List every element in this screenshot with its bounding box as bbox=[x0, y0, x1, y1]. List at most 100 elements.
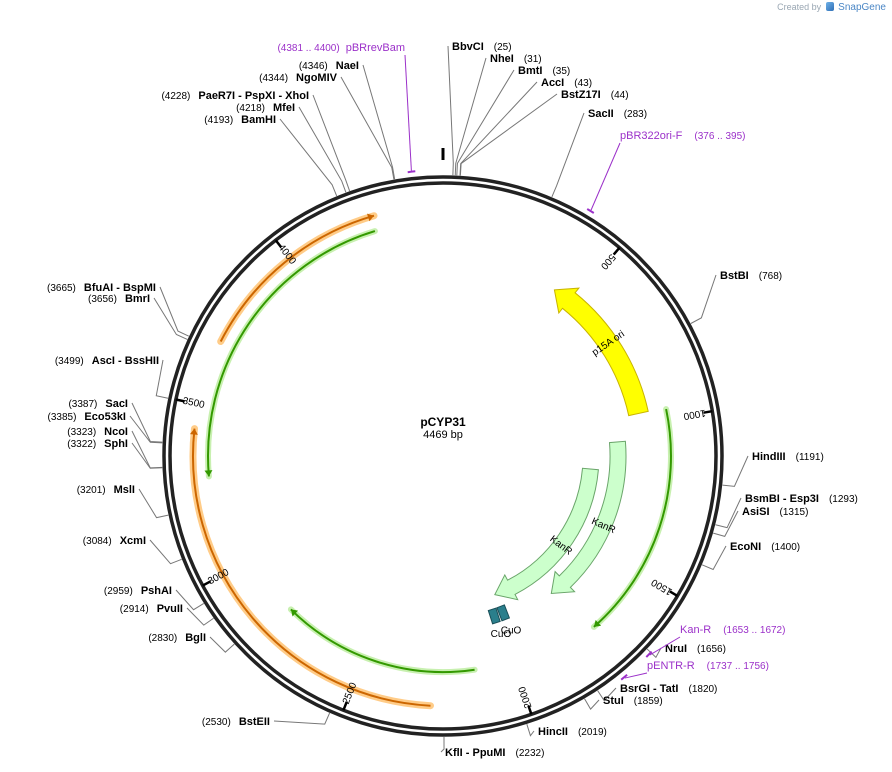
enzyme-position: (1859) bbox=[634, 696, 663, 707]
enzyme-leader bbox=[340, 76, 395, 180]
enzyme-name: BsrGI - TatI bbox=[620, 683, 678, 695]
primer-arc bbox=[620, 674, 628, 681]
enzyme-position: (1400) bbox=[771, 542, 800, 553]
primer-name: Kan-R bbox=[680, 624, 711, 636]
enzyme-name: BfuAI - BspMI bbox=[84, 282, 156, 294]
enzyme-leader bbox=[209, 636, 235, 653]
enzyme-name: BstZ17I bbox=[561, 89, 601, 101]
enzyme-position: (3385) bbox=[48, 412, 77, 423]
enzyme-label: (3201)MslI bbox=[77, 484, 135, 496]
primer-leader bbox=[624, 672, 648, 679]
enzyme-label: BstBI(768) bbox=[720, 270, 782, 282]
tick-label: 2000 bbox=[517, 685, 535, 710]
primer-label: Kan-R (1653 .. 1672) bbox=[680, 624, 785, 636]
enzyme-name: SphI bbox=[104, 438, 128, 450]
snapgene-credit: Created by SnapGene bbox=[777, 2, 886, 13]
enzyme-leader bbox=[526, 724, 535, 737]
enzyme-name: NheI bbox=[490, 53, 514, 65]
enzyme-label: (4346)NaeI bbox=[299, 60, 359, 72]
enzyme-leader bbox=[129, 415, 163, 444]
enzyme-leader bbox=[298, 106, 347, 193]
orf-glow bbox=[205, 228, 378, 480]
cuo-operator bbox=[487, 607, 501, 625]
enzyme-position: (4193) bbox=[204, 115, 233, 126]
tick-mark bbox=[669, 590, 679, 597]
primer-range: (4381 .. 4400) bbox=[277, 43, 339, 54]
enzyme-name: PvuII bbox=[157, 603, 183, 615]
primer-arc bbox=[586, 208, 595, 214]
enzyme-leader bbox=[155, 359, 169, 399]
enzyme-position: (1191) bbox=[796, 452, 824, 463]
enzyme-leader bbox=[715, 497, 742, 529]
enzyme-label: (2959)PshAI bbox=[104, 585, 172, 597]
enzyme-label: BstZ17I (44) bbox=[561, 89, 629, 101]
enzyme-label: EcoNI(1400) bbox=[730, 541, 800, 553]
enzyme-name: MfeI bbox=[273, 102, 295, 114]
enzyme-label: (2830)BglI bbox=[148, 632, 206, 644]
enzyme-leader bbox=[186, 607, 214, 626]
plasmid-length: 4469 bp bbox=[423, 429, 463, 441]
primer-leader bbox=[590, 142, 621, 211]
enzyme-leader bbox=[584, 698, 600, 710]
enzyme-label: (4193)BamHI bbox=[204, 114, 276, 126]
enzyme-leader bbox=[456, 69, 515, 176]
enzyme-label: (3665)BfuAI - BspMI bbox=[47, 282, 156, 294]
enzyme-leader bbox=[597, 687, 617, 702]
tick-mark bbox=[703, 409, 713, 414]
tick-mark bbox=[175, 398, 185, 403]
enzyme-leader bbox=[440, 736, 445, 753]
tick-mark bbox=[202, 580, 212, 587]
origin-feature bbox=[553, 287, 649, 417]
enzyme-name: BmtI bbox=[518, 65, 542, 77]
orf-arrowhead bbox=[367, 213, 374, 222]
enzyme-name: Eco53kI bbox=[84, 411, 126, 423]
enzyme-label: (4228)PaeR7I - PspXI - XhoI bbox=[161, 90, 309, 102]
enzyme-label: (3499)AscI - BssHII bbox=[55, 355, 159, 367]
enzyme-leader bbox=[722, 455, 749, 487]
enzyme-position: (2530) bbox=[202, 717, 231, 728]
enzyme-position: (2232) bbox=[516, 748, 545, 759]
enzyme-label: (4344)NgoMIV bbox=[259, 72, 338, 84]
enzyme-position: (3499) bbox=[55, 356, 84, 367]
enzyme-label: AsiSI(1315) bbox=[742, 506, 808, 518]
enzyme-leader bbox=[713, 510, 739, 538]
primer-leader bbox=[404, 54, 412, 171]
orf-arrowhead bbox=[189, 428, 198, 435]
tick-label: 1000 bbox=[682, 407, 706, 422]
enzyme-label: (3385) Eco53kI bbox=[48, 411, 127, 423]
enzyme-leader bbox=[131, 442, 163, 469]
primer-name: pBRrevBam bbox=[346, 42, 405, 54]
enzyme-name: BstBI bbox=[720, 270, 749, 282]
enzyme-leader bbox=[459, 93, 558, 176]
primer-leader bbox=[649, 636, 681, 656]
enzyme-label: KflI - PpuMI (2232) bbox=[445, 747, 544, 759]
cuo-label: CuO bbox=[491, 629, 512, 640]
backbone-outer-strand bbox=[162, 175, 724, 737]
enzyme-label: BbvCI(25) bbox=[452, 41, 512, 53]
orf-arc bbox=[219, 214, 375, 342]
enzyme-name: AsiSI bbox=[742, 506, 770, 518]
orf-arc bbox=[593, 408, 672, 628]
enzyme-label: NruI(1656) bbox=[665, 643, 726, 655]
enzyme-name: PshAI bbox=[141, 585, 172, 597]
enzyme-name: NcoI bbox=[104, 426, 128, 438]
enzyme-position: (44) bbox=[611, 90, 629, 101]
enzyme-name: KflI - PpuMI bbox=[445, 747, 506, 759]
enzyme-position: (3322) bbox=[67, 439, 96, 450]
tick-mark bbox=[274, 239, 283, 249]
enzyme-position: (2830) bbox=[148, 633, 177, 644]
enzyme-name: BmrI bbox=[125, 293, 150, 305]
enzyme-position: (1820) bbox=[688, 684, 717, 695]
primer-range: (1653 .. 1672) bbox=[723, 625, 785, 636]
enzyme-name: SacI bbox=[105, 398, 128, 410]
enzyme-leader bbox=[447, 45, 454, 176]
enzyme-label: (2530)BstEII bbox=[202, 716, 270, 728]
enzyme-label: BsrGI - TatI (1820) bbox=[620, 683, 717, 695]
snapgene-logo-icon bbox=[825, 2, 834, 11]
enzyme-name: HindIII bbox=[752, 451, 786, 463]
cuo-operator bbox=[496, 604, 511, 622]
enzyme-leader bbox=[454, 57, 487, 176]
backbone-inner-strand bbox=[168, 181, 718, 731]
